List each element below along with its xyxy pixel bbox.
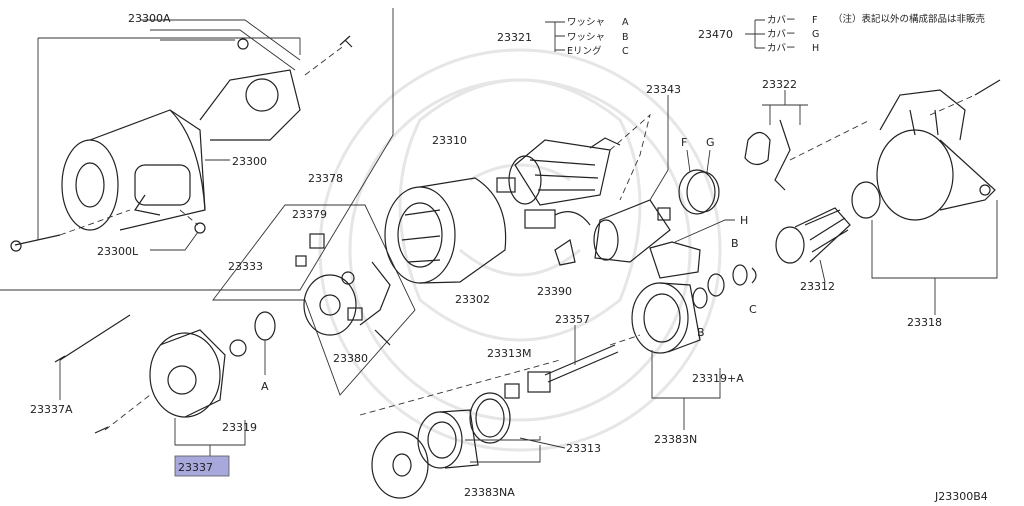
label-23343[interactable]: 23343 — [646, 83, 681, 96]
label-23333[interactable]: 23333 — [228, 260, 263, 273]
label-23312[interactable]: 23312 — [800, 280, 835, 293]
label-23300A[interactable]: 23300A — [128, 12, 171, 25]
ring-bearing — [851, 181, 881, 219]
label-23300L[interactable]: 23300L — [97, 245, 139, 258]
drawing-code: J23300B4 — [934, 490, 988, 503]
cap-F — [678, 169, 716, 215]
label-23379[interactable]: 23379 — [292, 208, 327, 221]
washer-A-rear — [254, 311, 276, 341]
legend-23470-item-1-code: G — [812, 29, 819, 40]
label-23321[interactable]: 23321 — [497, 31, 532, 44]
clip-23322 — [744, 119, 791, 191]
bolt-bottom — [14, 234, 61, 246]
label-23322[interactable]: 23322 — [762, 78, 797, 91]
bolt-housing — [974, 79, 1001, 96]
pinion-shaft-23357 — [504, 344, 619, 399]
through-bolt — [59, 314, 131, 361]
label-A: A — [261, 380, 269, 393]
clutch-ring — [469, 392, 511, 444]
housing-23318 — [876, 89, 996, 221]
brush-holder — [295, 233, 391, 346]
brush-frame — [212, 204, 416, 396]
label-23313M[interactable]: 23313M — [487, 347, 531, 360]
legend-23470-item-2-code: H — [812, 43, 819, 54]
watermark-emblem — [318, 48, 722, 452]
legend-bracket-23321 — [545, 21, 565, 52]
gear-housing-23383N — [631, 282, 701, 354]
label-23310[interactable]: 23310 — [432, 134, 467, 147]
non-sale-note: （注）表記以外の構成部品は非販売 — [833, 13, 985, 25]
ering-C — [751, 267, 757, 284]
washer-A — [707, 273, 725, 297]
label-B-upper: B — [731, 237, 739, 250]
starter-motor-assembly — [61, 19, 301, 231]
legend-23470-item-0-name: カバー — [767, 15, 796, 26]
inset-frame — [0, 8, 394, 291]
washer-B-lower — [692, 287, 708, 309]
legend-23321-item-2-name: Eリング — [567, 45, 602, 57]
label-23300[interactable]: 23300 — [232, 155, 267, 168]
nut-23300L — [194, 222, 206, 234]
gear-23312 — [775, 207, 851, 264]
legend-23321-item-0-name: ワッシャ — [567, 17, 605, 28]
label-G: G — [706, 136, 715, 149]
end-plate-23383NA — [371, 431, 429, 499]
highlight-box — [174, 455, 230, 477]
label-23470[interactable]: 23470 — [698, 28, 733, 41]
legend-23470-item-2-name: カバー — [767, 43, 796, 54]
cap-G — [686, 171, 720, 213]
label-23383NA[interactable]: 23383NA — [464, 486, 515, 499]
label-23319A[interactable]: 23319+A — [692, 372, 744, 385]
screw — [94, 426, 109, 434]
cover-H — [649, 241, 701, 279]
armature-23310 — [496, 137, 621, 206]
internal-gear — [417, 409, 479, 469]
label-23380[interactable]: 23380 — [333, 352, 368, 365]
label-23337[interactable]: 23337 — [178, 461, 213, 474]
legend-23321-item-1-code: B — [622, 32, 629, 43]
label-23313[interactable]: 23313 — [566, 442, 601, 455]
label-H: H — [740, 214, 748, 227]
legend-23321-item-0-code: A — [622, 17, 629, 28]
washer-B-upper — [732, 264, 748, 286]
label-23357[interactable]: 23357 — [555, 313, 590, 326]
label-23390[interactable]: 23390 — [537, 285, 572, 298]
legend-bracket-23470 — [745, 19, 765, 49]
label-B-lower: B — [697, 326, 705, 339]
solenoid-23343 — [524, 199, 671, 266]
label-23337A[interactable]: 23337A — [30, 403, 73, 416]
label-23378[interactable]: 23378 — [308, 172, 343, 185]
label-C: C — [749, 303, 757, 316]
label-23383N[interactable]: 23383N — [654, 433, 697, 446]
label-F: F — [681, 136, 687, 149]
legend-23321-item-1-name: ワッシャ — [567, 32, 605, 43]
legend-23321-item-2-code: C — [622, 46, 629, 57]
yoke-23302 — [384, 177, 507, 284]
legend-23470-item-1-name: カバー — [767, 29, 796, 40]
label-23302[interactable]: 23302 — [455, 293, 490, 306]
legend-23470-item-0-code: F — [812, 15, 817, 26]
label-23319[interactable]: 23319 — [222, 421, 257, 434]
label-23318[interactable]: 23318 — [907, 316, 942, 329]
rear-cover-23337 — [149, 329, 247, 418]
bolt-top — [339, 35, 353, 48]
